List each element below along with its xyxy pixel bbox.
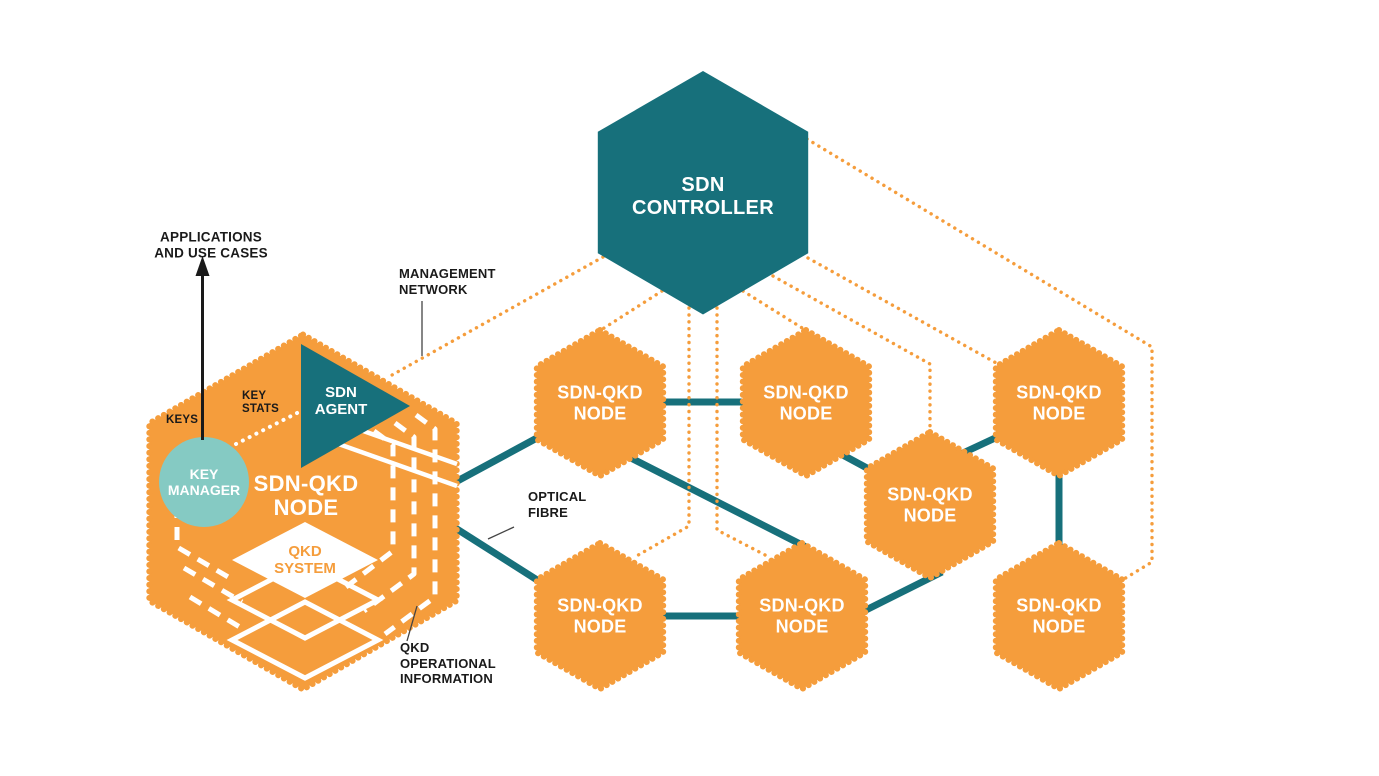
- qkd-operational-label-line1: QKD: [400, 640, 430, 655]
- optical-link-bignode-a: [448, 428, 550, 489]
- optical-link-bignode-e: [447, 521, 547, 588]
- qkd-system-label: QKD SYSTEM: [274, 543, 336, 577]
- node-d-hexagon: [992, 327, 1126, 479]
- node-g-hexagon: [992, 540, 1126, 692]
- key-manager-circle: [159, 437, 249, 527]
- management-link-b: [741, 289, 809, 333]
- key-stats-label-line2: STATS: [242, 403, 279, 415]
- management-link-g: [805, 137, 1154, 581]
- management-link-c: [771, 274, 932, 432]
- node-c-hexagon: [863, 429, 997, 581]
- qkd-op-path-5: [182, 565, 244, 605]
- node-g-label-line2: NODE: [1032, 616, 1086, 636]
- node-d-label-line2: NODE: [1032, 403, 1086, 423]
- management-network-label: MANAGEMENT NETWORK: [399, 266, 496, 297]
- node-e-label-line2: NODE: [573, 616, 627, 636]
- node-a-hexagon: [533, 327, 667, 479]
- node-c-label-line2: NODE: [903, 505, 957, 525]
- key-manager-label-line2: MANAGER: [167, 482, 241, 498]
- qkd-operational-label-line2: OPERATIONAL: [400, 655, 496, 671]
- sdn-agent-label-line1: SDN: [325, 384, 357, 401]
- qkd-system-layer-3-diamond: [226, 599, 384, 681]
- big-node-label-line2: NODE: [273, 495, 339, 520]
- qkd-operational-label-line3: INFORMATION: [400, 671, 493, 686]
- sdn-agent-label-line2: AGENT: [314, 401, 368, 418]
- applications-label-line1: APPLICATIONS: [160, 229, 262, 245]
- management-link-e: [631, 306, 691, 560]
- management-network-label-line1: MANAGEMENT: [399, 266, 496, 281]
- qkd-op-path-6: [188, 594, 250, 635]
- sdn-controller-label-line2: CONTROLLER: [632, 197, 774, 219]
- node-c-label-line1: SDN-QKD: [887, 484, 973, 505]
- qkd-operational-pointer-line: [406, 605, 418, 642]
- key-stats-label: KEY STATS: [242, 390, 279, 416]
- node-e-label: SDN-QKD NODE: [557, 596, 642, 637]
- node-e-hexagon: [533, 540, 667, 692]
- node-f-label-line2: NODE: [775, 616, 829, 636]
- annotation-pointers: [195, 256, 515, 642]
- qkd-system-diamond: [232, 522, 378, 598]
- node-b-label: SDN-QKD NODE: [763, 383, 848, 424]
- optical-link-c-f: [854, 568, 944, 619]
- optical-fibre-label-line1: OPTICAL: [528, 489, 587, 504]
- node-c-label: SDN-QKD NODE: [887, 485, 972, 526]
- management-network-label-line2: NETWORK: [399, 281, 468, 297]
- node-a-label-line1: SDN-QKD: [557, 382, 643, 403]
- qkd-operational-label: QKD OPERATIONAL INFORMATION: [400, 640, 496, 687]
- node-a-label-line2: NODE: [573, 403, 627, 423]
- qkd-system-layer-2-diamond: [226, 559, 384, 641]
- key-manager-label-line1: KEY: [189, 466, 219, 482]
- key-stats-label-line1: KEY: [242, 390, 267, 402]
- optical-fibre-label: OPTICAL FIBRE: [528, 489, 586, 520]
- management-link-a: [599, 289, 664, 332]
- node-g-label: SDN-QKD NODE: [1016, 596, 1101, 637]
- node-a-label: SDN-QKD NODE: [557, 383, 642, 424]
- management-link-bignode: [390, 255, 605, 377]
- big-node-label: SDN-QKD NODE: [254, 472, 359, 520]
- node-b-label-line1: SDN-QKD: [763, 382, 849, 403]
- node-f-label: SDN-QKD NODE: [759, 596, 844, 637]
- applications-arrow-head: [195, 256, 210, 276]
- management-network-links: [390, 137, 1154, 581]
- management-link-d: [806, 256, 1000, 366]
- key-manager-label: KEY MANAGER: [168, 466, 240, 498]
- applications-label: APPLICATIONS AND USE CASES: [154, 230, 268, 261]
- node-d-label: SDN-QKD NODE: [1016, 383, 1101, 424]
- qkd-operational-dashed-paths: [174, 412, 438, 637]
- sdn-controller-hexagon: [597, 71, 809, 315]
- node-f-label-line1: SDN-QKD: [759, 595, 845, 616]
- sdn-controller-label-line1: SDN: [681, 174, 725, 196]
- agent-connector-line-1: [351, 424, 458, 467]
- applications-label-line2: AND USE CASES: [154, 245, 268, 260]
- qkd-op-path-3: [383, 412, 438, 637]
- node-b-label-line2: NODE: [779, 403, 833, 423]
- big-node-label-line1: SDN-QKD: [253, 471, 359, 496]
- node-g-label-line1: SDN-QKD: [1016, 595, 1102, 616]
- key-stats-dotted-line: [234, 409, 303, 446]
- sdn-controller-label: SDN CONTROLLER: [632, 174, 774, 220]
- node-b-hexagon: [739, 327, 873, 479]
- sdn-qkd-node-hexagons: [146, 327, 1126, 693]
- optical-fibre-label-line2: FIBRE: [528, 504, 568, 520]
- node-e-label-line1: SDN-QKD: [557, 595, 643, 616]
- qkd-system-label-line2: SYSTEM: [274, 560, 336, 577]
- big-node-detail: [159, 344, 458, 681]
- keys-label: KEYS: [166, 414, 199, 426]
- node-f-hexagon: [735, 540, 869, 692]
- qkd-system-label-line1: QKD: [288, 543, 322, 560]
- sdn-agent-label: SDN AGENT: [315, 384, 368, 418]
- qkd-op-path-1: [344, 428, 396, 589]
- node-d-label-line1: SDN-QKD: [1016, 382, 1102, 403]
- sdn-agent-triangle: [301, 344, 410, 468]
- optical-pointer-line: [487, 526, 515, 540]
- qkd-op-path-2: [362, 420, 417, 614]
- management-link-f: [715, 306, 771, 559]
